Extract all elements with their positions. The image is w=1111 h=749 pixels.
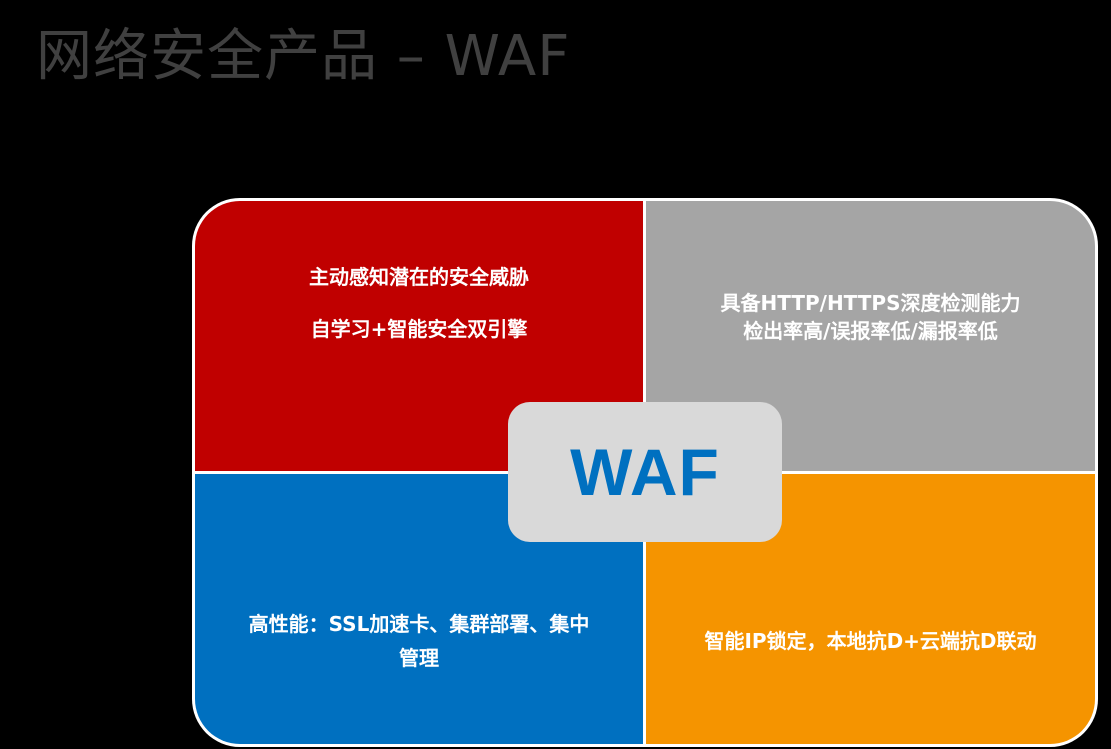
quadrant-threat-awareness: 主动感知潜在的安全威胁 自学习+智能安全双引擎: [195, 201, 643, 471]
deep-inspection-line-1: 具备HTTP/HTTPS深度检测能力: [720, 291, 1021, 315]
high-performance-line-2: 管理: [399, 646, 439, 670]
waf-label: WAF: [570, 435, 720, 509]
threat-awareness-line-1: 主动感知潜在的安全威胁: [309, 265, 529, 289]
threat-awareness-line-2: 自学习+智能安全双引擎: [310, 317, 528, 341]
waf-feature-matrix: 主动感知潜在的安全威胁 自学习+智能安全双引擎 具备HTTP/HTTPS深度检测…: [192, 198, 1098, 747]
waf-center-badge: WAF: [508, 402, 782, 542]
ip-lock-anti-ddos-line-1: 智能IP锁定，本地抗D+云端抗D联动: [704, 629, 1037, 653]
deep-inspection-line-2: 检出率高/误报率低/漏报率低: [743, 319, 998, 343]
high-performance-line-1: 高性能：SSL加速卡、集群部署、集中: [248, 612, 590, 636]
slide-title: 网络安全产品 – WAF: [36, 24, 571, 89]
